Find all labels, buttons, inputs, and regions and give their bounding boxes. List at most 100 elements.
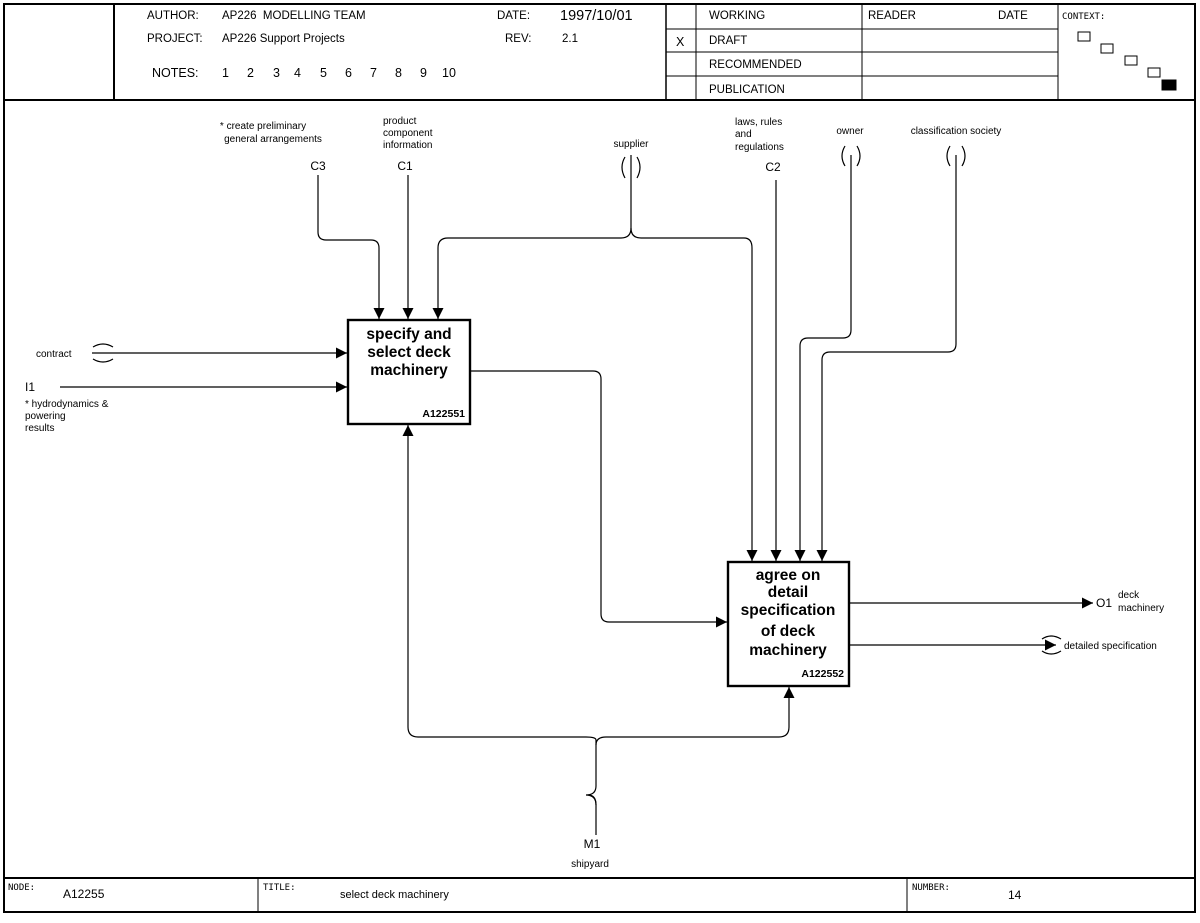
tunnel-supplier: [621, 156, 641, 179]
c3-code: C3: [310, 159, 326, 173]
activity-label: specification: [741, 602, 836, 619]
context-box: [1100, 43, 1114, 54]
activity-box: [726, 560, 851, 688]
activity-label: of deck: [761, 623, 816, 640]
title-label: TITLE:: [263, 883, 296, 893]
project-label: PROJECT:: [147, 33, 203, 45]
note-number: 6: [345, 66, 352, 80]
tunnel-classification-society: [946, 145, 966, 167]
i1-code: I1: [25, 380, 35, 394]
c1-label: product: [383, 116, 417, 127]
activity-a2: agree on detail specification of deck ma…: [726, 560, 851, 688]
note-number: 2: [247, 66, 254, 80]
reader-date-label: DATE: [998, 10, 1028, 22]
arrow-classification-society: [816, 155, 957, 561]
arrow-supplier: [432, 155, 632, 319]
o1-code: O1: [1096, 596, 1112, 610]
m1-code: M1: [584, 837, 601, 851]
context-box: [1124, 55, 1138, 66]
arrow-supplier-branch: [630, 227, 758, 561]
m1-label: shipyard: [571, 859, 609, 870]
context-box: [1147, 67, 1161, 78]
status-mark: X: [676, 35, 685, 49]
c2-label: regulations: [735, 142, 784, 153]
context-map: [1077, 31, 1177, 91]
owner-label: owner: [836, 126, 864, 137]
contract-label: contract: [36, 349, 72, 360]
c2-code: C2: [765, 160, 781, 174]
tunnel-owner: [841, 145, 861, 167]
activity-label: agree on: [756, 567, 821, 584]
status-recommended: RECOMMENDED: [709, 59, 802, 71]
note-number: 1: [222, 66, 229, 80]
c1-label: information: [383, 140, 432, 151]
reader-label: READER: [868, 10, 916, 22]
header-fields: AUTHOR: AP226 MODELLING TEAM PROJECT: AP…: [147, 8, 1105, 96]
activity-label: machinery: [749, 642, 827, 659]
number-label: NUMBER:: [912, 883, 950, 893]
c3-label: general arrangements: [224, 134, 322, 145]
note-number: 10: [442, 66, 456, 80]
footer-fields: NODE: A12255 TITLE: select deck machiner…: [8, 883, 1022, 902]
i1-label: powering: [25, 411, 66, 422]
notes-list: 1 2 3 4 5 6 7 8 9 10: [222, 66, 456, 80]
arrow-m1-to-a2: [595, 687, 795, 746]
c1-code: C1: [397, 159, 413, 173]
context-label: CONTEXT:: [1062, 12, 1105, 22]
o1-label: machinery: [1118, 603, 1164, 614]
activity-a1: specify and select deck machinery A12255…: [346, 318, 472, 426]
rev-label: REV:: [505, 33, 531, 45]
status-working: WORKING: [709, 10, 765, 22]
i1-label: * hydrodynamics &: [25, 399, 109, 410]
c1-label: component: [383, 128, 433, 139]
rev-value: 2.1: [562, 33, 578, 45]
activity-label: detail: [768, 584, 808, 601]
c3-label: * create preliminary: [220, 121, 306, 132]
notes-label: NOTES:: [152, 66, 199, 80]
number-value: 14: [1008, 888, 1022, 902]
c2-label: and: [735, 129, 752, 140]
activity-node: A122552: [801, 668, 844, 680]
context-box-current: [1161, 79, 1177, 91]
connectors: [60, 155, 1093, 835]
arrow-owner: [794, 155, 852, 561]
status-draft: DRAFT: [709, 35, 747, 47]
context-box: [1077, 31, 1091, 42]
note-number: 4: [294, 66, 301, 80]
note-number: 8: [395, 66, 402, 80]
tunnel-symbols: [92, 145, 1062, 655]
author-label: AUTHOR:: [147, 10, 199, 22]
note-number: 5: [320, 66, 327, 80]
activity-label: specify and: [366, 326, 451, 343]
arrow-c3: [317, 175, 385, 319]
node-value: A12255: [63, 887, 105, 901]
c2-label: laws, rules: [735, 117, 782, 128]
note-number: 7: [370, 66, 377, 80]
project-value: AP226 Support Projects: [222, 33, 345, 45]
arrow-m1: [587, 794, 597, 835]
o1-label: deck: [1118, 590, 1140, 601]
diagram-frame: [3, 99, 1196, 879]
supplier-label: supplier: [613, 139, 649, 150]
note-number: 9: [420, 66, 427, 80]
detailed-specification-label: detailed specification: [1064, 641, 1157, 652]
activity-label: select deck: [367, 344, 451, 361]
footer-frame: [3, 877, 1196, 913]
i1-label: results: [25, 423, 54, 434]
title-value: select deck machinery: [340, 889, 449, 901]
arrow-a1-to-a2: [471, 370, 727, 628]
note-number: 3: [273, 66, 280, 80]
date-label: DATE:: [497, 10, 530, 22]
activity-label: machinery: [370, 362, 448, 379]
activity-box: [346, 318, 472, 426]
author-value: AP226 MODELLING TEAM: [222, 10, 366, 22]
classification-society-label: classification society: [911, 126, 1002, 137]
tunnel-contract: [92, 343, 114, 363]
node-label: NODE:: [8, 883, 35, 893]
arrow-labels: * create preliminary general arrangement…: [25, 116, 1164, 870]
status-publication: PUBLICATION: [709, 84, 785, 96]
activity-node: A122551: [422, 408, 465, 420]
arrow-m1-to-a1: [402, 425, 597, 806]
tunnel-detailed-specification: [1041, 635, 1062, 655]
